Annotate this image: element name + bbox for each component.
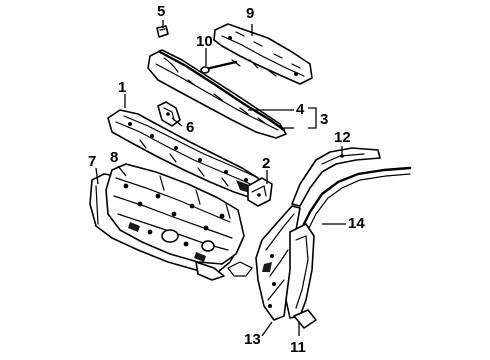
leader-8 xyxy=(117,165,127,177)
callout-12: 12 xyxy=(334,129,351,146)
leader-7 xyxy=(95,167,99,185)
part-11-pillar-reinforcement xyxy=(227,223,317,329)
callout-8: 8 xyxy=(110,149,119,166)
part-1-cowl-panel xyxy=(107,109,263,199)
callout-5: 5 xyxy=(157,3,166,20)
part-10-rod xyxy=(200,59,241,74)
callout-13: 13 xyxy=(244,331,261,348)
callout-6: 6 xyxy=(186,119,195,136)
callout-1: 1 xyxy=(118,79,127,96)
part-12-roof-rail xyxy=(291,147,381,207)
callout-10: 10 xyxy=(196,33,213,50)
part-9-cowl-bracket xyxy=(213,23,313,85)
part-14-weatherstrip xyxy=(298,166,412,235)
part-2-bracket xyxy=(247,177,273,207)
callout-7: 7 xyxy=(88,153,97,170)
callout-9: 9 xyxy=(246,5,255,22)
leader-13 xyxy=(261,321,273,337)
callout-4: 4 xyxy=(296,101,305,118)
leader-3-bracket xyxy=(308,107,317,129)
leader-lines xyxy=(95,20,346,337)
callout-11: 11 xyxy=(290,339,306,356)
part-4-cowl-top-panel xyxy=(147,49,287,139)
callout-2: 2 xyxy=(262,155,271,172)
callout-3: 3 xyxy=(320,111,329,128)
leader-6 xyxy=(171,117,183,127)
part-8-dash-panel-inner xyxy=(105,163,245,281)
callout-14: 14 xyxy=(348,215,365,232)
